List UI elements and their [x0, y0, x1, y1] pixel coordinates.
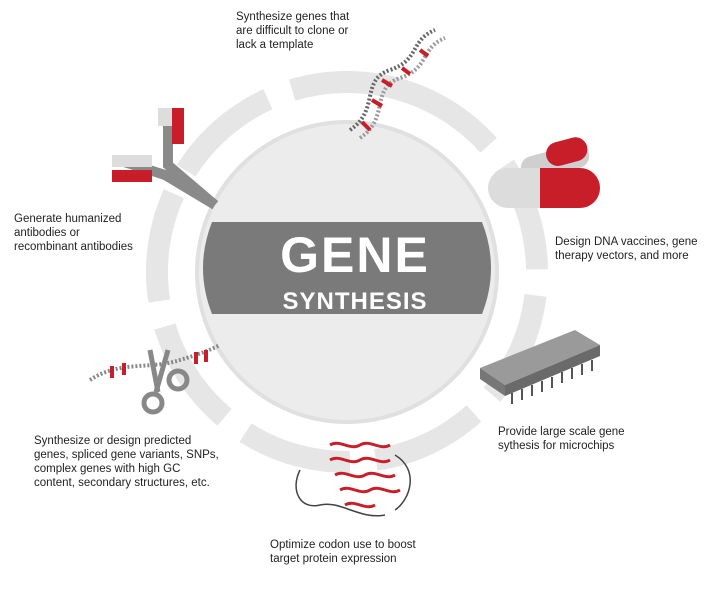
- label-predicted-genes: Synthesize or design predicted genes, sp…: [34, 435, 219, 489]
- microchip-icon: [480, 330, 600, 404]
- dna-helix-icon: [348, 28, 446, 140]
- dna-scissors-icon: [88, 343, 221, 415]
- title-synthesis: SYNTHESIS: [282, 288, 428, 315]
- protein-structure-icon: [295, 441, 411, 517]
- label-optimize-codon: Optimize codon use to boost target prote…: [270, 539, 416, 565]
- title-banner: [203, 222, 491, 314]
- capsule-pills-icon: [488, 137, 600, 208]
- label-antibodies: Generate humanized antibodies or recombi…: [14, 213, 133, 253]
- label-microchips: Provide large scale gene sythesis for mi…: [498, 426, 625, 452]
- label-dna-vaccines: Design DNA vaccines, gene therapy vector…: [555, 236, 698, 262]
- antibody-icon: [112, 108, 219, 210]
- title-gene: GENE: [280, 227, 430, 283]
- label-synthesize-genes: Synthesize genes that are difficult to c…: [236, 11, 350, 51]
